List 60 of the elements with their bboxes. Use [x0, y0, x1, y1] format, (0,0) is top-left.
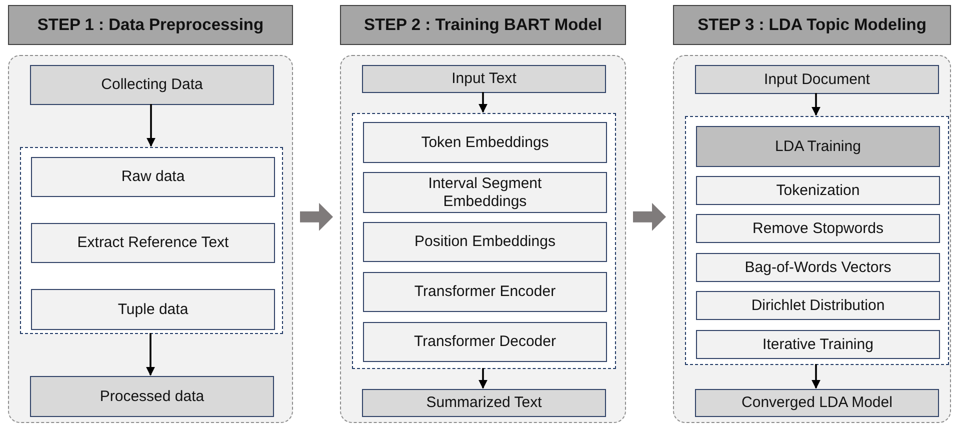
- process-box: [696, 176, 940, 205]
- process-box: [696, 214, 940, 243]
- process-box: [363, 172, 607, 213]
- process-box: [362, 389, 606, 417]
- box-label: Extract Reference Text: [76, 234, 230, 252]
- box-label: Tuple data: [116, 300, 190, 318]
- arrow: [146, 333, 155, 376]
- box-label: Transformer Decoder: [413, 333, 557, 351]
- process-box: [696, 291, 940, 320]
- box-label: Summarized Text: [425, 394, 543, 412]
- box-label: Dirichlet Distribution: [750, 296, 886, 314]
- process-box: [31, 289, 275, 330]
- step-header: [673, 5, 951, 45]
- arrow: [812, 93, 820, 116]
- arrow: [812, 364, 820, 389]
- dashed-group-box: [20, 147, 283, 334]
- process-box: [362, 65, 606, 93]
- panel-background: [673, 55, 951, 423]
- process-box: [696, 253, 940, 282]
- step-header: [340, 5, 626, 45]
- process-box: [363, 322, 607, 362]
- dashed-group-box: [352, 113, 616, 369]
- process-box: [30, 376, 274, 417]
- block-arrow: [300, 202, 333, 231]
- box-label: Transformer Encoder: [413, 283, 557, 301]
- arrow: [146, 104, 156, 147]
- block-arrow: [633, 202, 666, 231]
- box-label: Token Embeddings: [420, 134, 550, 152]
- step-title: STEP 1 : Data Preprocessing: [36, 16, 265, 34]
- panel-background: [340, 55, 626, 423]
- arrow: [478, 92, 488, 113]
- box-label: Input Text: [450, 70, 518, 88]
- dashed-group-box: [685, 116, 949, 365]
- process-box: [695, 65, 939, 94]
- box-label: Bag-of-Words Vectors: [744, 258, 892, 276]
- box-label: Input Document: [763, 70, 871, 88]
- box-label: Raw data: [120, 168, 186, 186]
- box-label: Iterative Training: [762, 336, 874, 354]
- box-label: Tokenization: [775, 182, 861, 200]
- panel-background: [8, 55, 293, 423]
- step-title: STEP 2 : Training BART Model: [362, 16, 604, 34]
- process-box: [363, 122, 607, 163]
- process-box: [696, 330, 940, 359]
- box-label: Position Embeddings: [414, 233, 556, 251]
- box-label: Converged LDA Model: [740, 394, 894, 412]
- process-box: [31, 223, 275, 263]
- arrow: [478, 368, 488, 389]
- step-header: [8, 5, 293, 45]
- box-label: Collecting Data: [100, 76, 204, 94]
- box-label: Remove Stopwords: [752, 220, 884, 238]
- process-box: [363, 272, 607, 312]
- process-box: [30, 65, 274, 105]
- process-box: [31, 157, 275, 197]
- process-box: [363, 222, 607, 262]
- box-label: Interval Segment Embeddings: [427, 175, 543, 210]
- process-box: [695, 389, 939, 417]
- box-label: LDA Training: [774, 138, 862, 156]
- step-title: STEP 3 : LDA Topic Modeling: [696, 16, 928, 34]
- box-label: Processed data: [98, 388, 206, 406]
- process-box: [696, 126, 940, 167]
